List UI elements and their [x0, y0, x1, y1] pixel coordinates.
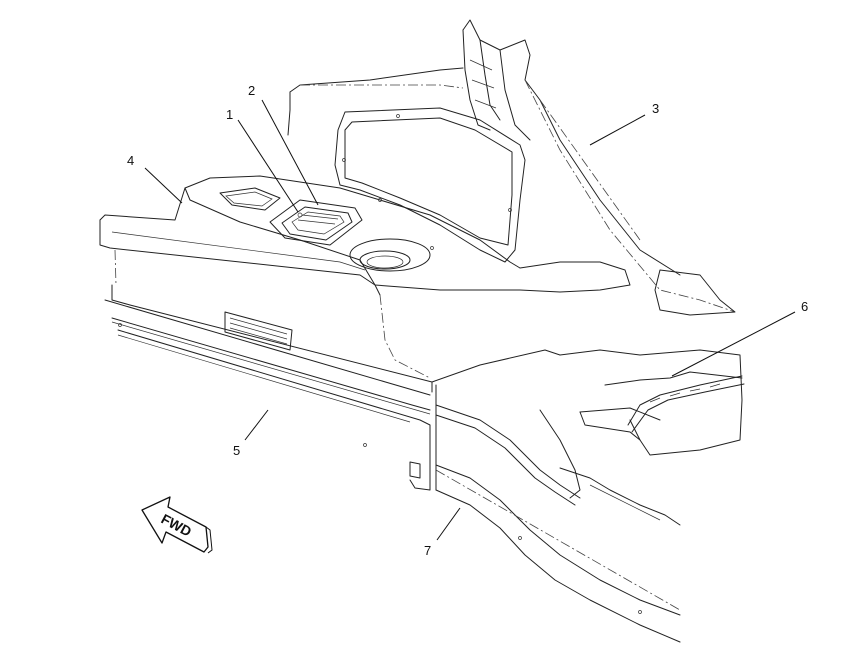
callout-3: 3: [589, 101, 659, 146]
rear-window-frame: [334, 107, 526, 263]
upper-rail: [287, 67, 464, 136]
callout-4: 4: [127, 153, 183, 204]
callout-label: 4: [127, 153, 134, 168]
callout-7: 7: [424, 507, 461, 558]
rear-pillar-part-3: [462, 19, 736, 316]
side-panel-part-5: [104, 249, 433, 491]
lower-panel-part-7: [431, 349, 681, 643]
callout-label: 2: [248, 83, 255, 98]
callout-2: 2: [248, 83, 319, 206]
callout-label: 7: [424, 543, 431, 558]
callout-5: 5: [233, 409, 269, 458]
callout-label: 5: [233, 443, 240, 458]
top-cover-part-4: [99, 175, 631, 296]
callout-label: 1: [226, 107, 233, 122]
handle-part-6: [539, 349, 745, 526]
forward-arrow-icon: FWD: [141, 496, 213, 554]
latch-bezel-parts-1-2: [269, 199, 363, 246]
callout-label: 6: [801, 299, 808, 314]
callout-6: 6: [671, 299, 808, 377]
callout-label: 3: [652, 101, 659, 116]
callout-1: 1: [226, 107, 299, 213]
